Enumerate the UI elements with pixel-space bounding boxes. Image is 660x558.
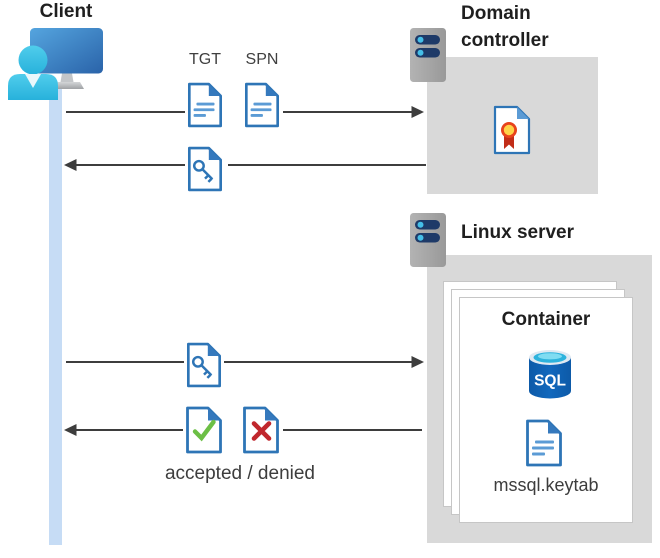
container-card bbox=[459, 297, 633, 523]
cross-document-icon bbox=[243, 406, 279, 454]
server-icon bbox=[410, 28, 446, 82]
keytab-filename: mssql.keytab bbox=[493, 475, 599, 495]
user-at-computer-icon bbox=[8, 28, 103, 100]
check-document-icon bbox=[186, 406, 222, 454]
client-label: Client bbox=[39, 1, 93, 22]
container-label: Container bbox=[501, 309, 591, 330]
linux-server-label: Linux server bbox=[461, 222, 574, 243]
keytab-document-icon bbox=[526, 419, 562, 467]
server-icon bbox=[410, 213, 446, 267]
tgt-document-icon bbox=[187, 82, 223, 128]
key-ticket-document-icon bbox=[187, 146, 223, 192]
accepted-denied-label: accepted / denied bbox=[164, 463, 315, 484]
key-ticket-document-icon bbox=[186, 342, 222, 388]
sql-text: SQL bbox=[534, 373, 566, 390]
certificate-document-icon bbox=[493, 105, 531, 155]
client-lifeline bbox=[49, 86, 62, 545]
sql-database-icon: SQL bbox=[529, 350, 571, 399]
tgt-label: TGT bbox=[189, 51, 221, 68]
domain-controller-label: Domain controller bbox=[461, 3, 549, 51]
spn-document-icon bbox=[244, 82, 280, 128]
spn-label: SPN bbox=[245, 51, 279, 68]
